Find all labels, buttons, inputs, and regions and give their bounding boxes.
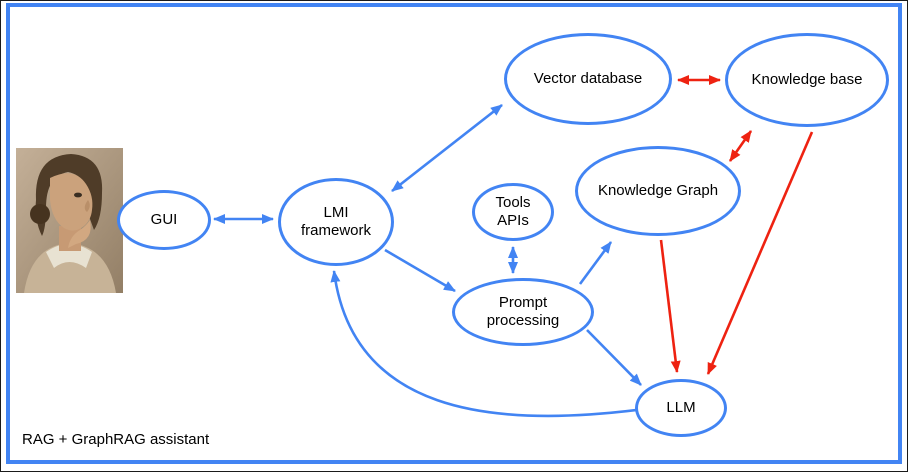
node-vector-database: Vector database — [504, 33, 672, 125]
woman-portrait-photo — [16, 148, 123, 293]
node-llm: LLM — [635, 379, 727, 437]
node-llm-label: LLM — [666, 399, 696, 416]
node-prompt-processing-label-line1: Prompt — [498, 294, 548, 311]
edge-knowledge-graph-llm — [659, 239, 681, 373]
node-knowledge-base-label: Knowledge base — [751, 71, 863, 88]
node-knowledge-base: Knowledge base — [725, 33, 889, 127]
node-knowledge-graph: Knowledge Graph — [575, 146, 741, 236]
node-lmi-framework-label-line1: LMI — [323, 204, 349, 221]
node-vector-database-label: Vector database — [533, 70, 643, 87]
edge-prompt-processing-knowledge-graph — [578, 241, 613, 285]
node-gui-label: GUI — [150, 211, 178, 228]
edge-llm-lmi-feedback — [330, 270, 638, 418]
node-tools-apis: Tools APIs — [472, 183, 554, 241]
node-lmi-framework-label-line2: framework — [300, 222, 371, 239]
node-knowledge-graph-label: Knowledge Graph — [597, 182, 719, 199]
edge-lmi-prompt-processing — [384, 248, 456, 293]
node-lmi-framework: LMI framework — [278, 178, 394, 266]
diagram-caption: RAG + GraphRAG assistant — [22, 431, 210, 448]
node-prompt-processing: Prompt processing — [452, 278, 594, 346]
edge-lmi-vector-database — [391, 103, 503, 193]
node-tools-apis-label-line1: Tools — [495, 194, 531, 211]
edge-prompt-processing-llm — [586, 329, 642, 386]
node-prompt-processing-label-line2: processing — [486, 312, 560, 329]
node-tools-apis-label-line2: APIs — [497, 212, 529, 229]
edge-knowledge-base-llm — [706, 131, 814, 375]
edge-knowledge-base-knowledge-graph — [728, 130, 753, 162]
node-gui: GUI — [117, 190, 211, 250]
